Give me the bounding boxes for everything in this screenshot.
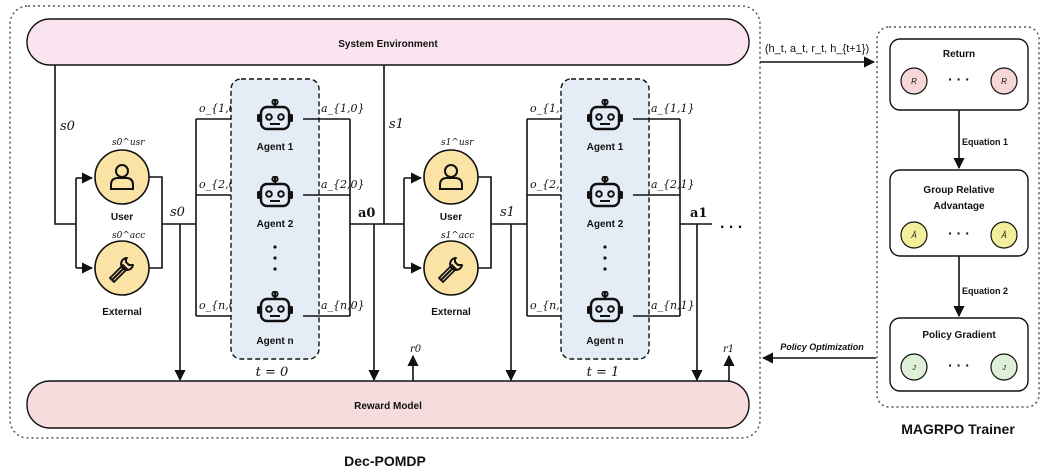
agent-n-label-t0: Agent n <box>256 336 293 347</box>
svg-text:R: R <box>1001 77 1007 86</box>
svg-text:J: J <box>1001 365 1006 372</box>
advantage-title-2: Advantage <box>933 201 985 212</box>
reward-t0: r0 <box>410 344 422 355</box>
system-environment-label: System Environment <box>338 39 438 50</box>
act-1-t1: a_{1,1} <box>651 102 695 115</box>
act-n-t0: a_{n,0} <box>321 299 365 312</box>
state-label-t0: s0 <box>60 119 75 134</box>
svg-text:J: J <box>911 365 916 372</box>
agent-2-label-t1: Agent 2 <box>587 219 624 230</box>
pg-dots: · · · <box>948 357 970 373</box>
time-label-t0: t = 0 <box>256 365 289 380</box>
equation2-label: Equation 2 <box>962 286 1008 296</box>
state-label-t1: s1 <box>389 117 404 132</box>
svg-text:Â: Â <box>1000 231 1006 240</box>
reward-t1: r1 <box>723 344 734 355</box>
agent-panel-t1 <box>560 78 650 360</box>
state-merged-t0: s0 <box>170 205 185 220</box>
act-n-t1: a_{n,1} <box>651 299 695 312</box>
trainer-label: MAGRPO Trainer <box>901 421 1015 437</box>
advantage-circle-g <box>990 221 1018 249</box>
advantage-dots: · · · <box>948 225 970 241</box>
agent-panel-t0 <box>230 78 320 360</box>
svg-text:Â: Â <box>910 231 916 240</box>
agent-1-label-t1: Agent 1 <box>587 142 624 153</box>
state-acc-t1: s1^acc <box>441 231 474 241</box>
user-label-t0: User <box>111 212 133 223</box>
pg-circle-1 <box>900 353 928 381</box>
user-label-t1: User <box>440 212 462 223</box>
act-2-t0: a_{2,0} <box>321 178 365 191</box>
reward-model-bar <box>26 380 750 429</box>
equation1-label: Equation 1 <box>962 137 1008 147</box>
pg-circle-n <box>990 353 1018 381</box>
return-dots: · · · <box>948 71 970 87</box>
system-environment-bar <box>26 18 750 66</box>
external-label-t0: External <box>102 307 142 318</box>
state-acc-t0: s0^acc <box>112 231 145 241</box>
state-usr-t1: s1^usr <box>441 138 474 148</box>
joint-action-t0: a0 <box>358 206 375 221</box>
dec-pomdp-frame <box>9 5 761 439</box>
external-label-t1: External <box>431 307 471 318</box>
joint-action-t1: a1 <box>690 206 707 221</box>
time-label-t1: t = 1 <box>587 365 620 380</box>
advantage-circle-1 <box>900 221 928 249</box>
return-title: Return <box>943 49 975 60</box>
return-circle-g <box>990 67 1018 95</box>
act-1-t0: a_{1,0} <box>321 102 365 115</box>
dec-pomdp-label: Dec-POMDP <box>344 453 426 469</box>
policy-optimization-label: Policy Optimization <box>780 342 864 352</box>
advantage-title-1: Group Relative <box>923 185 995 196</box>
state-usr-t0: s0^usr <box>112 138 145 148</box>
svg-text:R: R <box>911 77 917 86</box>
policy-gradient-title: Policy Gradient <box>922 330 996 341</box>
agent-2-label-t0: Agent 2 <box>257 219 294 230</box>
reward-model-label: Reward Model <box>354 401 422 412</box>
agent-1-label-t0: Agent 1 <box>257 142 294 153</box>
state-merged-t1: s1 <box>500 205 515 220</box>
continuation-dots: . . . <box>720 215 742 232</box>
trainer-frame <box>876 26 1040 408</box>
return-circle-1 <box>900 67 928 95</box>
transition-tuple: (h_t, a_t, r_t, h_{t+1}) <box>765 43 869 55</box>
agent-n-label-t1: Agent n <box>586 336 623 347</box>
act-2-t1: a_{2,1} <box>651 178 695 191</box>
